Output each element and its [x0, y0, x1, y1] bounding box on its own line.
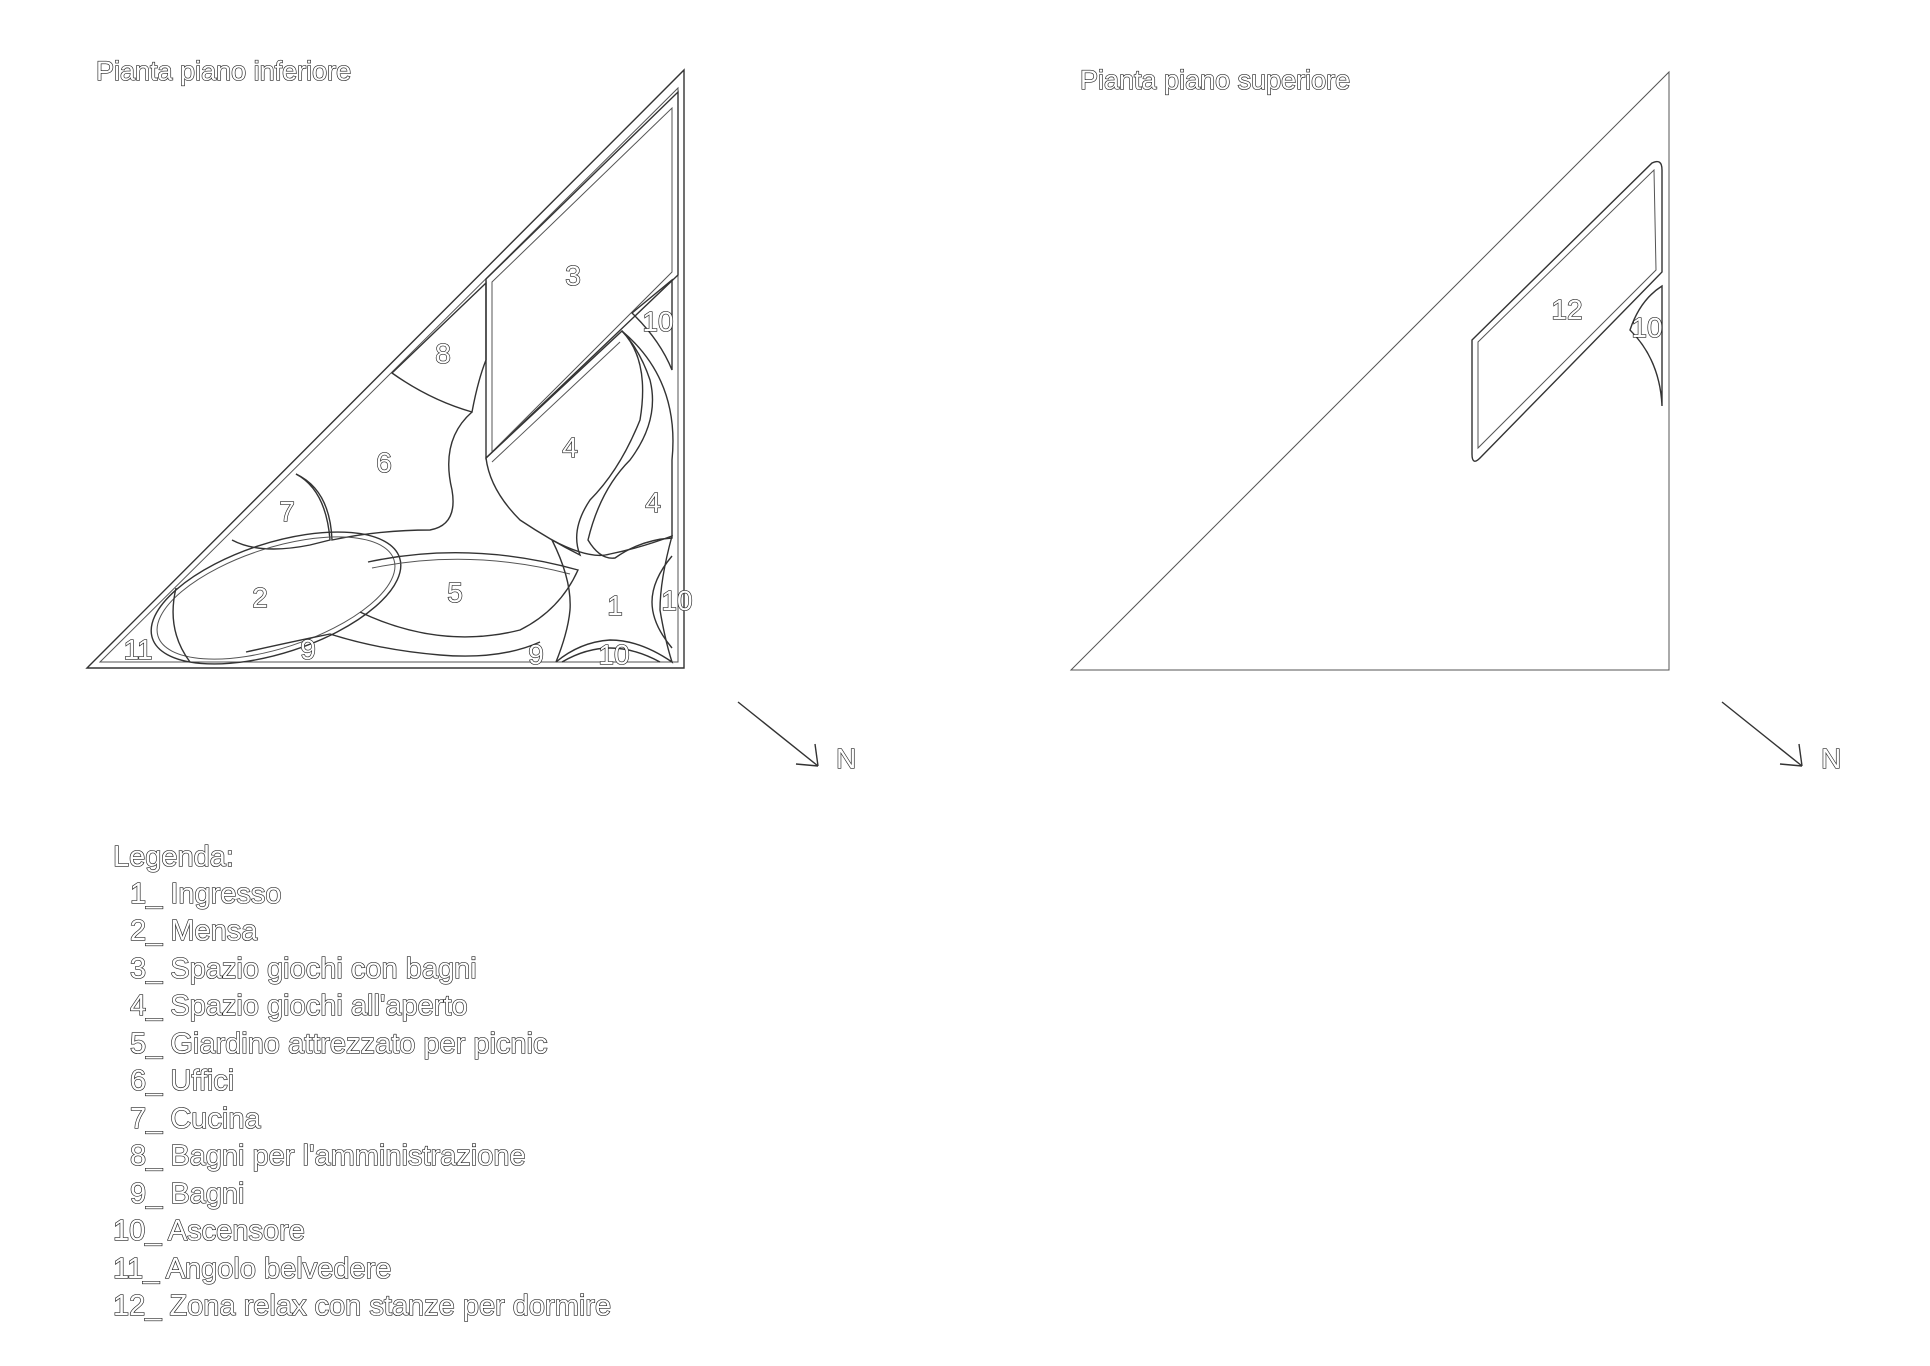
north-arrow-upper: N	[1721, 701, 1842, 775]
room-11-outline	[172, 587, 191, 663]
room-12-outline	[1471, 160, 1663, 462]
legend: Legenda: 1_ Ingresso 2_ Mensa 3_ Spazio …	[112, 840, 611, 1322]
label-room-6: 6	[376, 447, 392, 478]
label-room-3: 3	[565, 260, 581, 291]
legend-item: 2_ Mensa	[130, 915, 258, 947]
lower-inner-wall	[98, 86, 679, 663]
legend-title: Legenda:	[113, 841, 234, 873]
label-room-8: 8	[435, 338, 451, 369]
room-9-outline	[245, 633, 541, 657]
label-room-4b: 4	[645, 487, 661, 518]
label-room-11: 11	[123, 634, 152, 665]
upper-plan-title: Pianta piano superiore	[1080, 65, 1350, 95]
legend-item: 5_ Giardino attrezzato per picnic	[130, 1028, 548, 1060]
label-room-5: 5	[447, 577, 463, 608]
room-10-bottom-outline	[561, 647, 661, 663]
north-arrow-lower: N	[737, 701, 857, 775]
upper-outer-wall	[1069, 70, 1670, 671]
lower-plan-title: Pianta piano inferiore	[96, 56, 351, 86]
north-label-upper: N	[1821, 743, 1841, 774]
label-room-10-upper: 10	[1631, 312, 1662, 343]
legend-item: 6_ Uffici	[130, 1065, 234, 1097]
legend-item: 12_ Zona relax con stanze per dormire	[113, 1290, 611, 1322]
legend-item: 8_ Bagni per l'amministrazione	[130, 1140, 526, 1172]
room-4b-outline	[587, 330, 674, 559]
room-10-upper-outline	[1629, 284, 1663, 407]
room-7-outline	[231, 473, 331, 550]
label-room-10c: 10	[598, 639, 629, 670]
legend-item: 7_ Cucina	[130, 1103, 261, 1135]
room-4-outline	[485, 330, 644, 557]
label-room-12: 12	[1551, 294, 1582, 325]
label-room-9a: 9	[300, 634, 316, 665]
legend-item: 4_ Spazio giochi all'aperto	[130, 990, 468, 1022]
legend-item: 10_ Ascensore	[113, 1215, 305, 1247]
legend-item: 11_ Angolo belvedere	[113, 1253, 391, 1285]
lower-outer-wall	[85, 68, 685, 669]
lower-floor-plan: Pianta piano inferiore	[85, 55, 857, 775]
room-10-right-outline	[651, 555, 673, 649]
north-label-lower: N	[836, 743, 856, 774]
legend-item: 1_ Ingresso	[130, 878, 282, 910]
room-5-outline	[359, 552, 579, 638]
label-room-10a: 10	[642, 306, 673, 337]
label-room-10b: 10	[661, 585, 692, 616]
room-3-outline	[485, 90, 679, 460]
label-room-7: 7	[279, 496, 295, 527]
room-10-top-outline	[630, 278, 673, 371]
label-room-4a: 4	[562, 432, 578, 463]
upper-floor-plan: Pianta piano superiore 12 10 N	[1069, 64, 1842, 775]
label-room-2: 2	[252, 582, 268, 613]
legend-item: 9_ Bagni	[130, 1178, 245, 1210]
label-room-1: 1	[607, 590, 623, 621]
room-2-outline	[150, 531, 402, 665]
room-1-outline	[550, 534, 674, 664]
label-room-9b: 9	[528, 639, 544, 670]
legend-item: 3_ Spazio giochi con bagni	[130, 953, 477, 985]
room-6-outline	[295, 411, 473, 541]
